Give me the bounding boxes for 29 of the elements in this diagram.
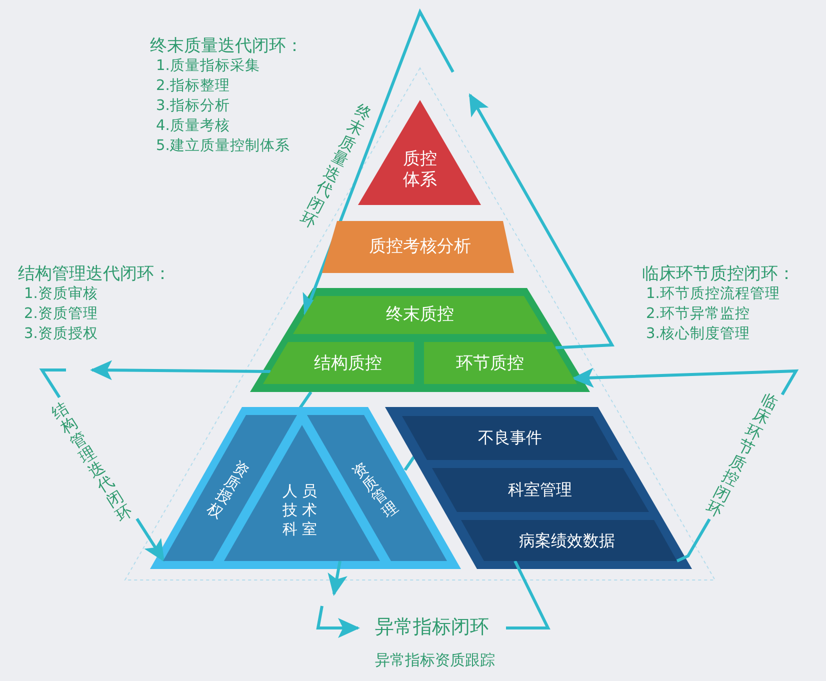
arrow — [468, 93, 615, 350]
loop-heading: 结构管理迭代闭环： — [18, 264, 171, 284]
arrow — [316, 606, 360, 638]
loop-heading: 临床环节质控闭环： — [642, 264, 795, 284]
list-item: 3.资质授权 — [24, 326, 98, 344]
panel-row: 病案绩效数据 — [461, 520, 677, 561]
list-item: 3.核心制度管理 — [646, 326, 750, 344]
loop-title: 异常指标闭环 — [358, 614, 506, 642]
list-item: 5.建立质量控制体系 — [156, 138, 290, 156]
list-item: 2.资质管理 — [24, 306, 98, 324]
arrow — [90, 360, 271, 380]
pyramid-tier: 质控考核分析 — [322, 221, 514, 273]
list-item: 3.指标分析 — [156, 98, 230, 116]
tier-band: 环节质控 — [424, 342, 577, 384]
panel-row: 不良事件 — [402, 416, 618, 460]
connector-line — [506, 560, 550, 630]
loop-heading: 终末质量迭代闭环： — [150, 36, 303, 56]
caption-text: 异常指标资质跟踪 — [375, 651, 495, 669]
list-item: 1.质量指标采集 — [156, 58, 260, 76]
list-item: 2.环节异常监控 — [646, 306, 750, 324]
arrow — [302, 8, 454, 316]
panel-row: 科室管理 — [432, 468, 649, 512]
list-item: 2.指标整理 — [156, 78, 230, 96]
arrow — [328, 560, 348, 596]
tier-band: 终末质控 — [293, 296, 547, 334]
list-item: 1.环节质控流程管理 — [646, 286, 780, 304]
list-item: 4.质量考核 — [156, 118, 230, 136]
tier-band: 结构质控 — [263, 342, 414, 384]
list-item: 1.资质审核 — [24, 286, 98, 304]
